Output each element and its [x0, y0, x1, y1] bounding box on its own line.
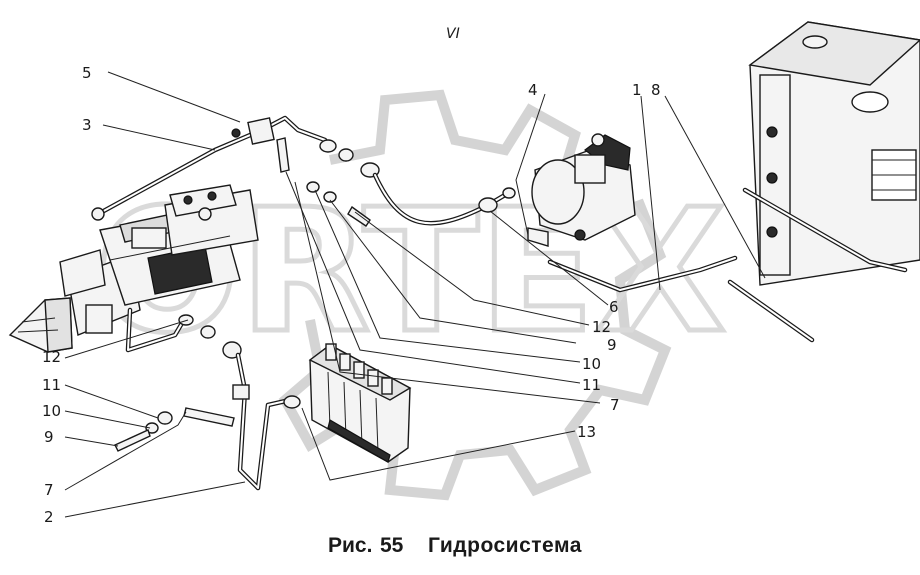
- callouts: 5 3 4 1 8 6 12 9 10 11 7 13 12 11 10 9 7…: [42, 64, 661, 526]
- callout-3: 3: [82, 116, 92, 134]
- caption-prefix: Рис.: [328, 534, 372, 557]
- callout-11-right: 11: [582, 376, 601, 394]
- callout-10-right: 10: [582, 355, 601, 373]
- callout-9-left: 9: [44, 428, 54, 446]
- callout-1: 1: [632, 81, 642, 99]
- leader-lines: [64, 71, 766, 518]
- callout-4: 4: [528, 81, 538, 99]
- watermark: ORTEX: [93, 89, 728, 501]
- pipe-2: [235, 352, 293, 491]
- callout-7-right: 7: [610, 396, 620, 414]
- callout-6: 6: [609, 298, 619, 316]
- tee-fitting-5: [231, 117, 275, 145]
- bracket-strip: [276, 137, 290, 173]
- callout-10-left: 10: [42, 402, 61, 420]
- strip-7: [183, 407, 235, 427]
- caption-title: Гидросистема: [428, 534, 582, 557]
- callout-8: 8: [651, 81, 661, 99]
- engine-block: [742, 21, 920, 286]
- callout-12-right: 12: [592, 318, 611, 336]
- oil-tank-unit: [527, 133, 636, 247]
- caption-number: 55: [380, 534, 404, 557]
- control-valve-13: [308, 343, 412, 463]
- callout-7-left: 7: [44, 481, 54, 499]
- callout-12-left: 12: [42, 348, 61, 366]
- callout-11-left: 11: [42, 376, 61, 394]
- callout-5: 5: [82, 64, 92, 82]
- figure-caption: Рис. 55 Гидросистема: [328, 534, 582, 557]
- callout-2: 2: [44, 508, 54, 526]
- view-label: VI: [446, 26, 460, 42]
- bolt-set-left: [114, 411, 173, 452]
- pump-assembly: [8, 184, 259, 353]
- callout-9-right: 9: [607, 336, 617, 354]
- callout-13: 13: [577, 423, 596, 441]
